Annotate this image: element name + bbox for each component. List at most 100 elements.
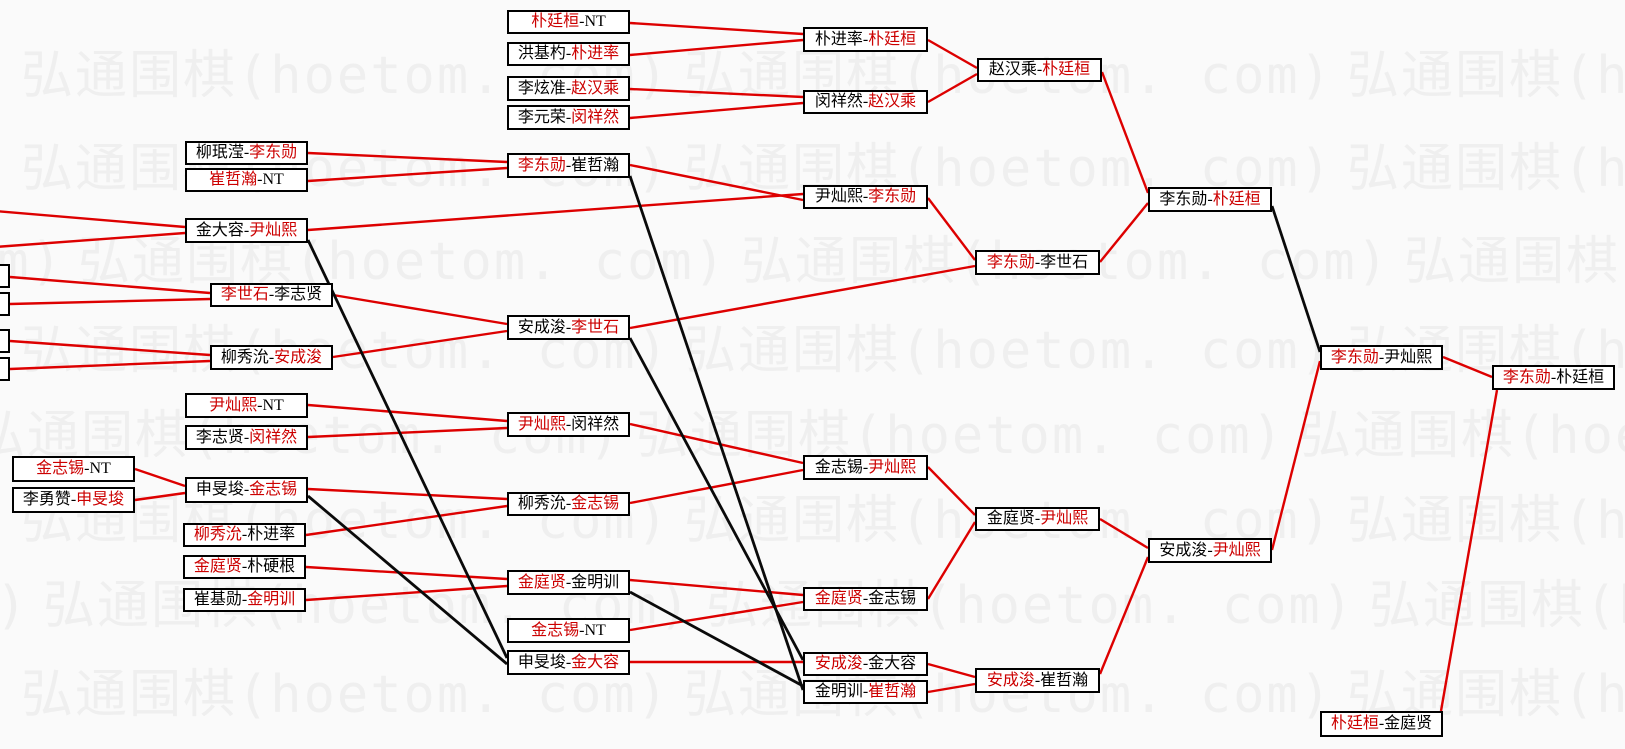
winner-name: 尹灿熙 — [1212, 541, 1261, 559]
winner-name: 朴廷桓 — [1330, 715, 1379, 732]
winner-name: 李世石 — [571, 318, 620, 336]
match-box-b11[interactable]: 崔基勋-金明训 — [183, 588, 306, 612]
loser-name: 尹灿熙 — [814, 188, 863, 205]
vs-dash: - — [1036, 61, 1043, 78]
vs-dash: - — [268, 348, 275, 366]
match-box-b5[interactable]: 柳秀沇-安成浚 — [210, 345, 333, 370]
winner-advance-line — [629, 38, 804, 57]
winner-name: 李东勋 — [517, 156, 566, 174]
winner-name: 金志锡 — [36, 460, 85, 477]
winner-advance-line — [9, 339, 211, 357]
loser-name: 李志贤 — [274, 286, 323, 303]
match-box-clipped-clip-3[interactable] — [0, 329, 10, 353]
match-box-a2[interactable]: 李勇赞-申旻埈 — [12, 487, 135, 513]
match-box-e1[interactable]: 赵汉乘-朴廷桓 — [977, 58, 1102, 82]
winner-name: 尹灿熙 — [249, 221, 298, 239]
match-box-clipped-clip-4[interactable] — [0, 357, 10, 381]
loser-name: 李东勋 — [1159, 190, 1208, 208]
vs-dash: - — [241, 591, 248, 608]
match-box-b4[interactable]: 李世石-李志贤 — [210, 283, 333, 307]
match-box-f1[interactable]: 李东勋-朴廷桓 — [1148, 187, 1272, 212]
match-box-d5[interactable]: 金庭贤-金志锡 — [803, 587, 928, 611]
match-box-d2[interactable]: 闵祥然-赵汉乘 — [803, 90, 928, 114]
match-box-b2[interactable]: 崔哲瀚-NT — [185, 168, 308, 192]
winner-name: 闵祥然 — [571, 108, 620, 126]
winner-name: 尹灿熙 — [209, 396, 258, 414]
loser-drop-line — [628, 337, 805, 661]
match-box-e4[interactable]: 安成浚-崔哲瀚 — [975, 668, 1100, 693]
match-box-d6[interactable]: 安成浚-金大容 — [803, 652, 928, 676]
match-box-b9[interactable]: 柳秀沇-朴进率 — [183, 523, 306, 547]
vs-dash: - — [243, 481, 250, 498]
match-box-a1[interactable]: 金志锡-NT — [12, 456, 135, 482]
vs-dash: - — [579, 621, 585, 639]
match-box-d1[interactable]: 朴进率-朴廷桓 — [803, 27, 928, 52]
match-box-c9[interactable]: 金庭贤-金明训 — [507, 570, 630, 595]
vs-dash: - — [862, 93, 869, 110]
match-box-c11[interactable]: 申旻埈-金大容 — [507, 650, 630, 675]
match-box-b10[interactable]: 金庭贤-朴硬根 — [183, 555, 306, 579]
vs-dash: - — [862, 188, 869, 205]
loser-drop-line — [1270, 205, 1322, 353]
match-box-g1[interactable]: 李东勋-尹灿熙 — [1320, 345, 1443, 370]
match-box-b8[interactable]: 申旻埈-金志锡 — [185, 477, 308, 503]
match-box-b1[interactable]: 柳珉滢-李东勋 — [185, 141, 308, 165]
match-box-c4[interactable]: 李元荣-闵祥然 — [507, 105, 630, 130]
match-box-b3[interactable]: 金大容-尹灿熙 — [185, 218, 308, 243]
winner-advance-line — [629, 21, 804, 36]
winner-advance-line — [1099, 517, 1149, 550]
loser-name: 李炫准 — [517, 79, 566, 97]
winner-name: 朴廷桓 — [868, 30, 917, 48]
match-box-b6[interactable]: 尹灿熙-NT — [185, 393, 308, 418]
match-box-c3[interactable]: 李炫准-赵汉乘 — [507, 76, 630, 101]
match-box-clipped-clip-1[interactable] — [0, 264, 10, 288]
vs-dash: - — [862, 655, 869, 672]
match-box-b7[interactable]: 李志贤-闵祥然 — [185, 425, 308, 450]
match-box-c5[interactable]: 李东勋-崔哲瀚 — [507, 153, 630, 178]
match-box-h1[interactable]: 李东勋-朴廷桓 — [1492, 365, 1615, 390]
winner-advance-line — [307, 151, 508, 164]
match-box-e2[interactable]: 李东勋-李世石 — [975, 250, 1100, 275]
match-box-c2[interactable]: 洪基杓-朴进率 — [507, 42, 630, 66]
loser-name: 闵祥然 — [814, 93, 863, 110]
match-box-c7[interactable]: 尹灿熙-闵祥然 — [507, 412, 630, 437]
match-box-c10[interactable]: 金志锡-NT — [507, 618, 630, 643]
winner-advance-line — [1100, 71, 1150, 194]
match-box-c1[interactable]: 朴廷桓-NT — [507, 10, 630, 34]
vs-dash: - — [243, 428, 250, 446]
loser-name: NT — [584, 13, 606, 30]
winner-name: 尹灿熙 — [868, 458, 917, 476]
vs-dash: - — [862, 30, 869, 48]
match-box-d4[interactable]: 金志锡-尹灿熙 — [803, 455, 928, 480]
loser-drop-line — [306, 239, 509, 659]
winner-advance-line — [307, 166, 508, 183]
match-box-c6[interactable]: 安成浚-李世石 — [507, 315, 630, 340]
vs-dash: - — [565, 653, 572, 671]
loser-drop-line — [629, 590, 804, 688]
match-box-d3[interactable]: 尹灿熙-李东勋 — [803, 185, 928, 209]
winner-name: 尹灿熙 — [1040, 510, 1089, 527]
loser-name: 朴硬根 — [247, 558, 296, 575]
winner-advance-line — [927, 38, 978, 70]
loser-name: 柳秀沇 — [220, 348, 269, 366]
winner-advance-line — [0, 210, 186, 229]
match-box-clipped-clip-2[interactable] — [0, 292, 10, 316]
vs-dash: - — [257, 171, 263, 188]
winner-name: 金志锡 — [531, 621, 580, 639]
match-box-g2[interactable]: 朴廷桓-金庭贤 — [1320, 711, 1443, 737]
vs-dash: - — [241, 558, 248, 575]
vs-dash: - — [565, 45, 572, 62]
winner-advance-line — [629, 101, 804, 120]
match-box-d7[interactable]: 金明训-崔哲瀚 — [803, 680, 928, 704]
match-box-e3[interactable]: 金庭贤-尹灿熙 — [975, 507, 1100, 531]
loser-name: 柳秀沇 — [517, 495, 566, 512]
match-box-c8[interactable]: 柳秀沇-金志锡 — [507, 492, 630, 516]
winner-name: 申旻埈 — [76, 491, 125, 508]
winner-name: 金志锡 — [249, 481, 298, 498]
match-box-f2[interactable]: 安成浚-尹灿熙 — [1148, 538, 1272, 563]
vs-dash: - — [579, 13, 585, 30]
loser-name: 金庭贤 — [986, 510, 1035, 527]
loser-name: 李世石 — [1040, 253, 1089, 271]
